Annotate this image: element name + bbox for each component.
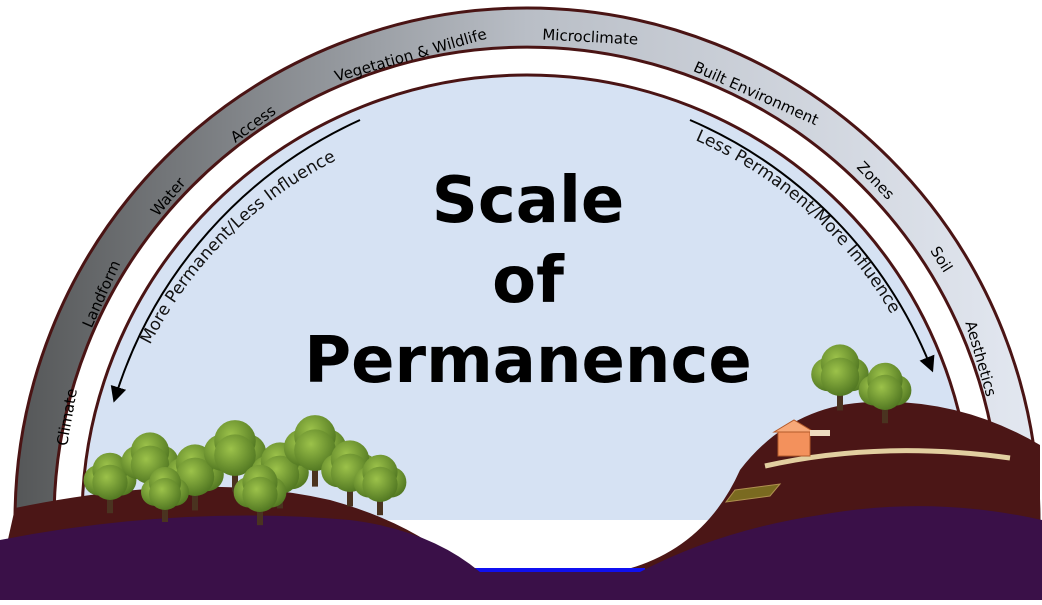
title-line-3: Permanence (304, 324, 752, 398)
path-line (764, 448, 1011, 469)
title-line-1: Scale (432, 164, 625, 238)
right-arrow (689, 119, 935, 373)
garden-bed (724, 483, 782, 503)
landscape (0, 344, 1042, 600)
sky-area (82, 75, 972, 520)
tree (141, 467, 189, 522)
scale-item-label: Microclimate (542, 26, 639, 49)
left-arrow (110, 119, 361, 403)
tree (858, 362, 912, 424)
house (772, 419, 830, 457)
tree (811, 344, 869, 411)
bedrock (0, 506, 1042, 600)
title-line-2: of (492, 244, 565, 318)
tree (353, 454, 407, 516)
trees (83, 344, 912, 526)
inner-band-outline (80, 73, 974, 521)
tree (233, 464, 287, 526)
